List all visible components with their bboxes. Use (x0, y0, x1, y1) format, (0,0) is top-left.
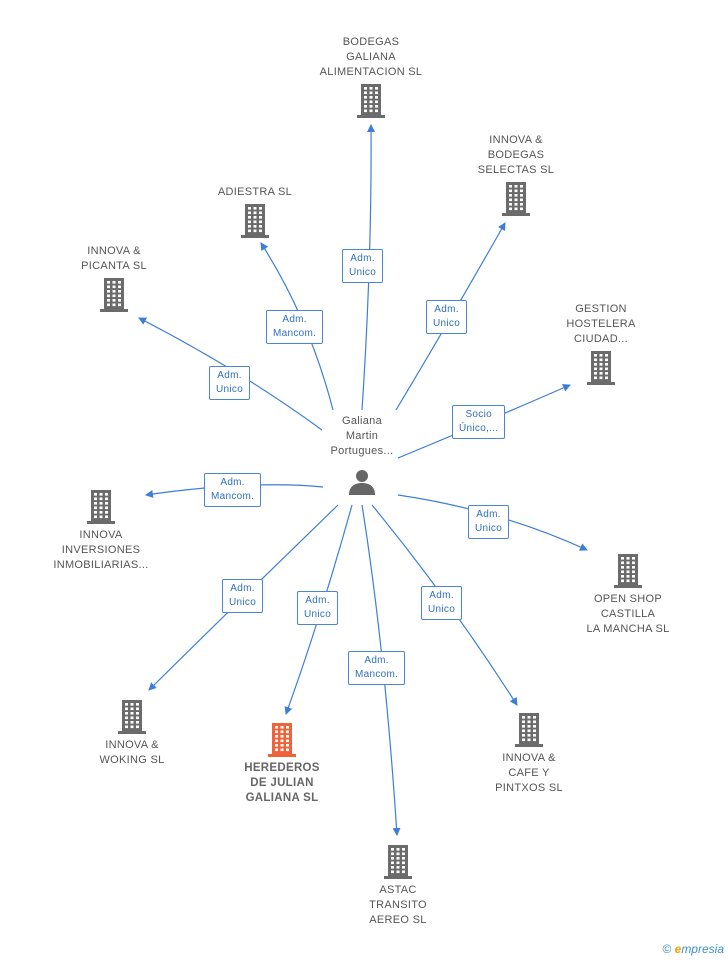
relation-label-adiestra[interactable]: Adm. Mancom. (266, 310, 324, 344)
company-label: BODEGAS GALIANA ALIMENTACION SL (319, 36, 423, 78)
relation-label-open_shop[interactable]: Adm. Unico (468, 505, 510, 539)
relation-label-gestion[interactable]: Socio Único,... (452, 405, 506, 439)
building-icon (241, 204, 269, 238)
building-icon (384, 845, 412, 879)
company-label: INNOVA & BODEGAS SELECTAS SL (477, 134, 555, 176)
company-node-gestion[interactable]: GESTION HOSTELERA CIUDAD... (526, 302, 676, 385)
building-icon (87, 490, 115, 524)
company-label: HEREDEROS DE JULIAN GALIANA SL (244, 762, 320, 804)
brand-name: mpresia (681, 942, 724, 956)
building-icon (268, 723, 296, 757)
relation-label-innova_woking[interactable]: Adm. Unico (222, 579, 264, 613)
company-label: INNOVA INVERSIONES INMOBILIARIAS... (53, 529, 149, 571)
person-label: Galiana Martin Portugues... (330, 415, 394, 457)
relation-label-bodegas[interactable]: Adm. Unico (342, 249, 384, 283)
relation-label-astac[interactable]: Adm. Mancom. (348, 651, 406, 685)
company-label: GESTION HOSTELERA CIUDAD... (566, 303, 636, 345)
building-icon (515, 713, 543, 747)
relation-label-innova_bodegas[interactable]: Adm. Unico (426, 300, 468, 334)
company-node-innova_cafe[interactable]: INNOVA & CAFE Y PINTXOS SL (454, 713, 604, 796)
copyright-icon: © (662, 942, 672, 956)
building-icon (614, 554, 642, 588)
company-label: ADIESTRA SL (217, 186, 293, 198)
company-node-astac[interactable]: ASTAC TRANSITO AEREO SL (323, 845, 473, 928)
person-node[interactable]: Galiana Martin Portugues... (287, 414, 437, 497)
company-node-herederos[interactable]: HEREDEROS DE JULIAN GALIANA SL (207, 723, 357, 806)
brand-footer[interactable]: © empresia (662, 942, 724, 956)
building-icon (587, 351, 615, 385)
company-node-innova_woking[interactable]: INNOVA & WOKING SL (57, 700, 207, 768)
company-label: INNOVA & WOKING SL (99, 739, 165, 766)
company-label: INNOVA & PICANTA SL (81, 245, 147, 272)
relation-label-innova_inversiones[interactable]: Adm. Mancom. (204, 473, 262, 507)
company-node-adiestra[interactable]: ADIESTRA SL (180, 185, 330, 238)
company-node-innova_bodegas[interactable]: INNOVA & BODEGAS SELECTAS SL (441, 133, 591, 216)
building-icon (502, 182, 530, 216)
relation-label-innova_picanta[interactable]: Adm. Unico (209, 366, 251, 400)
building-icon (100, 278, 128, 312)
building-icon (118, 700, 146, 734)
company-node-bodegas[interactable]: BODEGAS GALIANA ALIMENTACION SL (296, 35, 446, 118)
company-node-open_shop[interactable]: OPEN SHOP CASTILLA LA MANCHA SL (553, 554, 703, 637)
building-icon (357, 84, 385, 118)
company-node-innova_inversiones[interactable]: INNOVA INVERSIONES INMOBILIARIAS... (26, 490, 176, 573)
relation-label-herederos[interactable]: Adm. Unico (297, 591, 339, 625)
brand-logo-e: e (674, 942, 682, 956)
company-label: INNOVA & CAFE Y PINTXOS SL (495, 752, 563, 794)
company-label: OPEN SHOP CASTILLA LA MANCHA SL (586, 593, 670, 635)
company-node-innova_picanta[interactable]: INNOVA & PICANTA SL (39, 244, 189, 312)
company-label: ASTAC TRANSITO AEREO SL (369, 884, 427, 926)
relation-label-innova_cafe[interactable]: Adm. Unico (421, 586, 463, 620)
person-icon (349, 470, 375, 495)
